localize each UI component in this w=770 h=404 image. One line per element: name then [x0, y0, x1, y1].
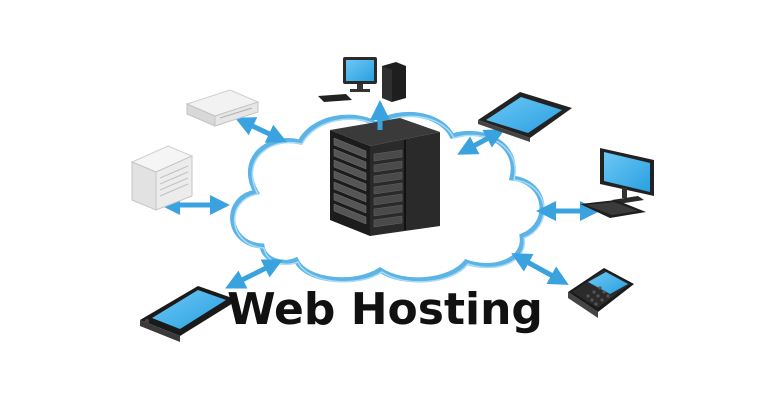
smartphone-icon	[568, 268, 634, 318]
connection-arrows	[160, 100, 600, 289]
arrow-server-top	[234, 117, 288, 143]
desktop-computer-icon	[318, 57, 406, 102]
desktop-monitor-icon	[580, 148, 654, 218]
server-rack-icon	[330, 118, 440, 236]
arrow-tablet	[457, 129, 505, 155]
tablet-icon	[478, 92, 572, 142]
tower-server-icon	[130, 145, 194, 211]
rack-unit-icon	[185, 89, 260, 127]
arrow-phone-left	[225, 259, 283, 289]
arrow-phone-right	[511, 253, 569, 285]
mobile-phone-icon	[140, 286, 238, 342]
diagram-title: Web Hosting	[227, 284, 543, 335]
